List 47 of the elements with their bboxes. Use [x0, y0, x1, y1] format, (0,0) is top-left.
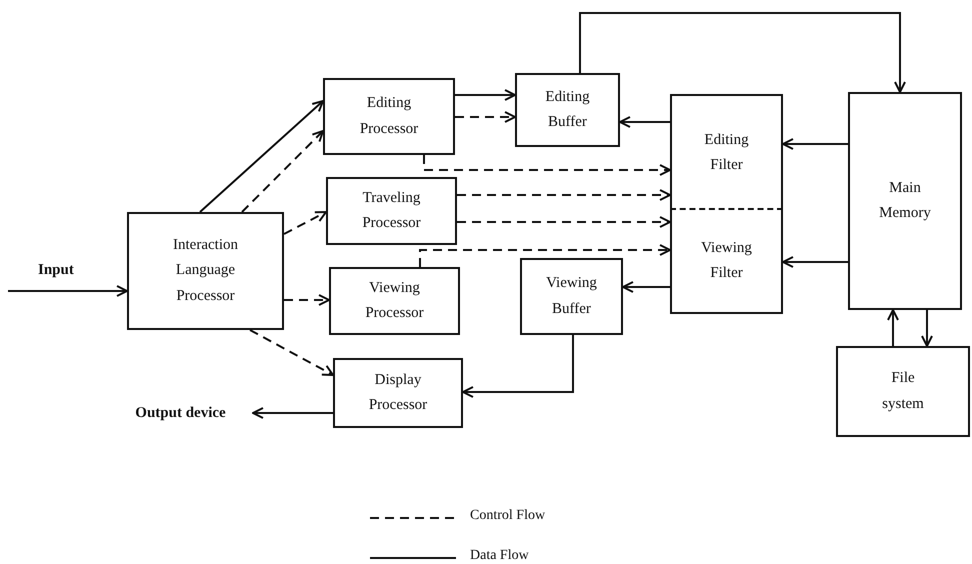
control-flow-arrow: [455, 111, 516, 123]
data-flow-arrow: [782, 256, 848, 268]
control-flow-arrow: [284, 211, 327, 235]
process-box: [329, 267, 460, 335]
process-box: [848, 92, 962, 310]
node-text: Output device: [134, 404, 227, 424]
process-box: [326, 177, 457, 245]
box-label: Display Processor: [368, 370, 428, 415]
box-label: Viewing Filter: [700, 238, 753, 283]
control-flow-arrow: [419, 244, 671, 267]
data-flow-arrow: [619, 116, 670, 128]
edge-label: Input: [38, 262, 74, 279]
control-flow-arrow: [423, 155, 671, 176]
box-label: Interaction Language Processor: [172, 236, 239, 306]
box-label: Viewing Processor: [364, 278, 425, 323]
box-label: Editing Filter: [703, 130, 750, 175]
data-flow-arrow: [8, 285, 128, 297]
box-label: Viewing Buffer: [545, 274, 598, 318]
process-box: [323, 78, 455, 155]
process-box: [333, 358, 463, 428]
control-flow-arrow: [457, 189, 671, 201]
process-box: [515, 73, 620, 147]
data-flow-arrow: [782, 138, 848, 150]
filter-box: [670, 208, 783, 314]
filter-box: [670, 94, 783, 210]
control-flow-arrow: [241, 130, 324, 213]
process-box: [836, 346, 970, 437]
data-flow-arrow: [921, 310, 933, 347]
process-box: [127, 212, 284, 330]
control-flow-arrow: [284, 294, 330, 306]
control-flow-arrow: [457, 216, 671, 228]
box-label: Editing Processor: [358, 94, 420, 138]
process-box: [520, 258, 623, 335]
data-flow-arrow: [622, 281, 670, 293]
legend-text: Data Flow: [470, 548, 529, 564]
control-flow-arrow: [250, 329, 334, 376]
data-flow-arrow: [199, 100, 324, 213]
legend-text: Control Flow: [470, 508, 546, 524]
box-label: File system: [881, 369, 925, 414]
data-flow-arrow: [252, 407, 333, 419]
box-label: Main Memory: [878, 178, 932, 223]
data-flow-arrow: [579, 12, 906, 93]
data-flow-arrow: [462, 335, 574, 398]
box-label: Editing Buffer: [544, 88, 591, 132]
data-flow-arrow: [455, 89, 516, 101]
box-label: Traveling Processor: [361, 188, 422, 233]
data-flow-arrow: [887, 309, 899, 346]
